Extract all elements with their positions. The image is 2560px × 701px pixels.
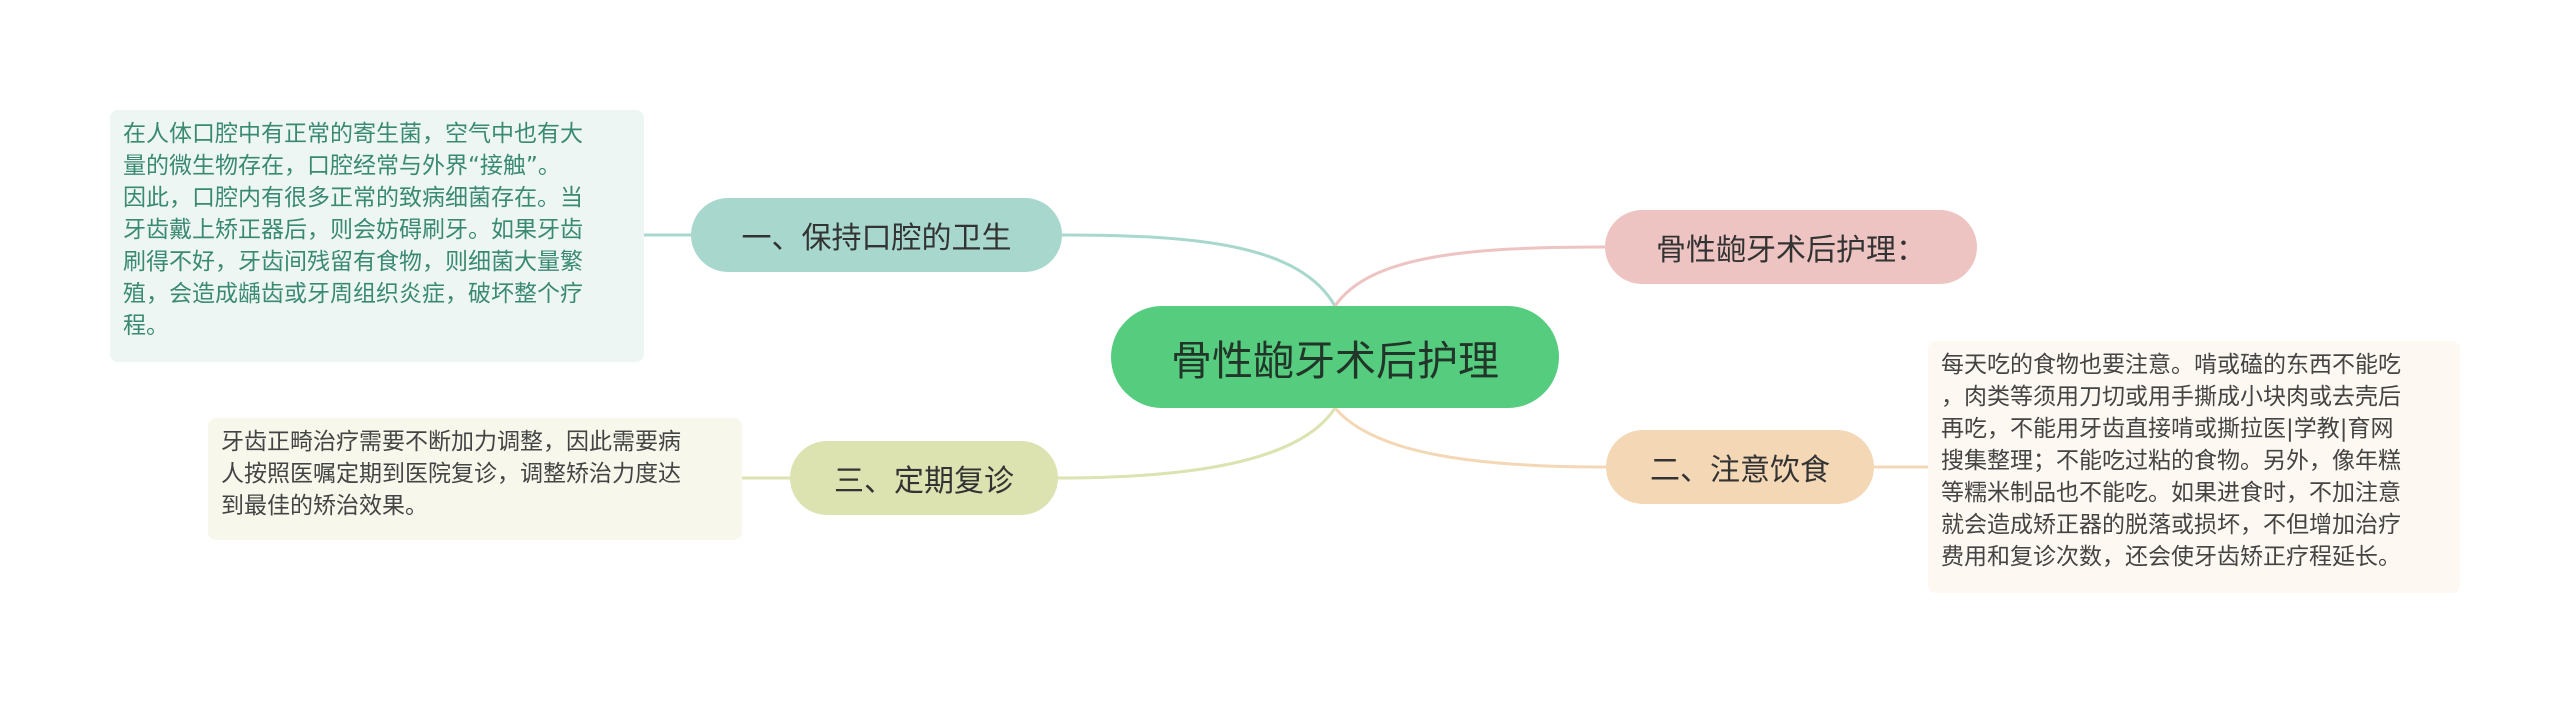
leaf-note-follow-up[interactable]: 牙齿正畸治疗需要不断加力调整，因此需要病 人按照医嘱定期到医院复诊，调整矫治力度…	[208, 418, 742, 540]
note-line: 牙齿正畸治疗需要不断加力调整，因此需要病	[221, 429, 681, 455]
branch-node-oral-hygiene[interactable]: 一、保持口腔的卫生	[691, 198, 1062, 272]
note-line: 因此，口腔内有很多正常的致病细菌存在。当	[123, 185, 583, 211]
connector-root-branch2	[1333, 245, 1606, 307]
connector-root-branch4	[1057, 407, 1337, 480]
note-line: 每天吃的食物也要注意。啃或磕的东西不能吃	[1941, 352, 2401, 378]
note-line: 再吃，不能用牙齿直接啃或撕拉医|学教|育网	[1941, 416, 2394, 442]
root-node[interactable]: 骨性龅牙术后护理	[1111, 306, 1559, 408]
root-label: 骨性龅牙术后护理	[1171, 337, 1499, 385]
branch-label: 三、定期复诊	[834, 464, 1014, 499]
note-line: 殖，会造成龋齿或牙周组织炎症，破坏整个疗	[123, 281, 583, 307]
note-line: 程。	[123, 313, 169, 339]
connector-root-branch1	[1061, 233, 1337, 307]
note-line: 牙齿戴上矫正器后，则会妨碍刷牙。如果牙齿	[123, 217, 583, 243]
note-line: 人按照医嘱定期到医院复诊，调整矫治力度达	[221, 461, 681, 487]
note-line: 费用和复诊次数，还会使牙齿矫正疗程延长。	[1941, 544, 2401, 570]
leaf-note-oral-hygiene[interactable]: 在人体口腔中有正常的寄生菌，空气中也有大 量的微生物存在，口腔经常与外界“接触”…	[110, 110, 644, 362]
note-line: 就会造成矫正器的脱落或损坏，不但增加治疗	[1941, 512, 2401, 538]
note-line: 量的微生物存在，口腔经常与外界“接触”。	[123, 153, 561, 179]
branch-node-post-op-care[interactable]: 骨性龅牙术后护理：	[1605, 210, 1977, 284]
branch-label: 骨性龅牙术后护理：	[1656, 233, 1926, 268]
leaf-note-diet[interactable]: 每天吃的食物也要注意。啃或磕的东西不能吃 ，肉类等须用刀切或用手撕成小块肉或去壳…	[1928, 341, 2460, 593]
branch-label: 二、注意饮食	[1650, 453, 1830, 488]
branch-node-diet[interactable]: 二、注意饮食	[1606, 430, 1874, 504]
note-line: 到最佳的矫治效果。	[221, 493, 428, 519]
branch-node-follow-up[interactable]: 三、定期复诊	[790, 441, 1058, 515]
branch-label: 一、保持口腔的卫生	[741, 221, 1012, 256]
note-line: ，肉类等须用刀切或用手撕成小块肉或去壳后	[1941, 384, 2401, 410]
note-line: 搜集整理；不能吃过粘的食物。另外，像年糕	[1941, 448, 2401, 474]
note-line: 在人体口腔中有正常的寄生菌，空气中也有大	[123, 121, 583, 147]
connector-root-branch3	[1333, 407, 1607, 469]
note-line: 刷得不好，牙齿间残留有食物，则细菌大量繁	[123, 249, 583, 275]
note-line: 等糯米制品也不能吃。如果进食时，不加注意	[1941, 480, 2401, 506]
